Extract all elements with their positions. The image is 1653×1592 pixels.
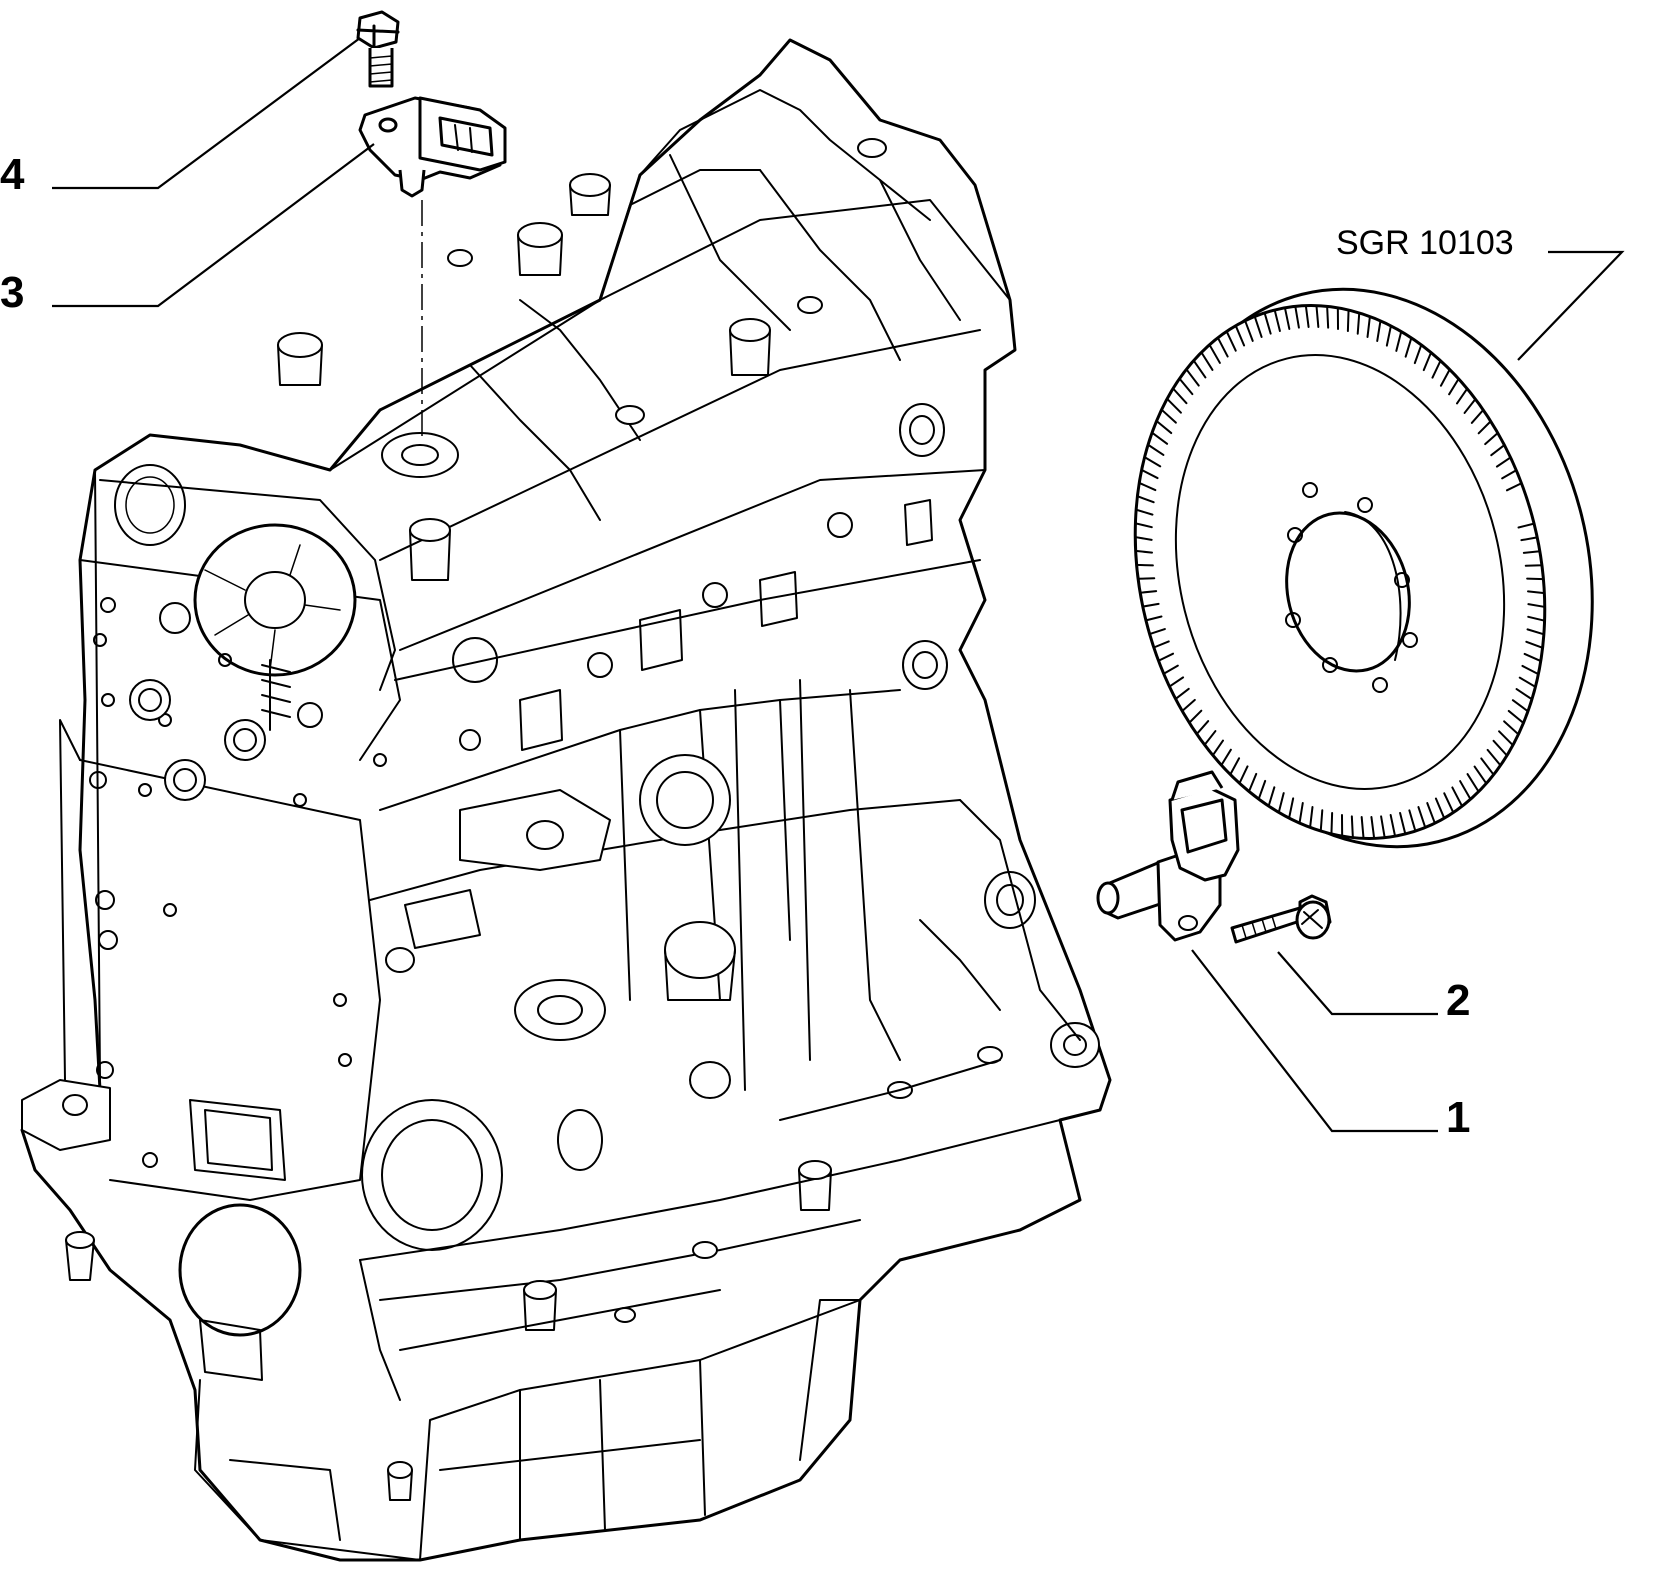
wheel-tooth bbox=[1490, 444, 1512, 468]
wheel-tooth bbox=[1350, 815, 1365, 840]
wheel-tooth bbox=[1288, 797, 1304, 825]
leader-line-4 bbox=[52, 37, 361, 190]
wheel-tooth bbox=[1185, 359, 1207, 387]
wheel-tooth bbox=[1253, 311, 1272, 338]
tone-wheel bbox=[1133, 287, 1594, 849]
wheel-tooth bbox=[1157, 652, 1179, 675]
wheel-tooth bbox=[1522, 550, 1543, 567]
crankshaft-position-sensor bbox=[1096, 770, 1240, 942]
leader-line-2 bbox=[1277, 951, 1438, 1016]
wheel-tooth bbox=[1370, 815, 1386, 840]
wheel-tooth bbox=[1134, 522, 1153, 541]
wheel-tooth bbox=[1336, 306, 1350, 333]
wheel-tooth bbox=[1395, 330, 1413, 358]
wheel-tooth bbox=[1315, 304, 1330, 329]
wheel-tooth bbox=[1527, 603, 1546, 622]
wheel-tooth bbox=[1356, 311, 1371, 339]
wheel-tooth bbox=[1143, 443, 1165, 468]
leader-line-3 bbox=[52, 143, 375, 308]
wheel-tooth bbox=[1330, 811, 1344, 838]
wheel-tooth bbox=[1477, 420, 1499, 446]
wheel-tooth bbox=[1138, 468, 1159, 492]
wheel-tooth bbox=[1234, 319, 1254, 347]
wheel-tooth bbox=[1525, 628, 1545, 649]
wheel-tooth bbox=[1515, 676, 1537, 701]
callout-4: 4 bbox=[0, 150, 25, 199]
wheel-tooth bbox=[1168, 676, 1190, 700]
wheel-tooth bbox=[1151, 419, 1173, 445]
wheel-tooth bbox=[1517, 522, 1539, 542]
wheel-tooth bbox=[1376, 319, 1392, 347]
wheel-tooth bbox=[1443, 786, 1464, 814]
callout-2: 2 bbox=[1446, 976, 1470, 1025]
wheel-tooth bbox=[1135, 495, 1155, 516]
wheel-tooth bbox=[1200, 343, 1221, 371]
wheel-tooth bbox=[1431, 359, 1451, 387]
wheel-tooth bbox=[1448, 377, 1469, 405]
wheel-tooth bbox=[1216, 330, 1237, 358]
wheel-tooth bbox=[1473, 757, 1495, 785]
wheel-tooth bbox=[1137, 577, 1158, 594]
tone-wheel-teeth bbox=[1134, 304, 1546, 840]
leader-lines bbox=[52, 37, 1625, 1133]
wheel-tooth bbox=[1294, 304, 1310, 329]
wheel-tooth bbox=[1181, 698, 1203, 724]
wheel-tooth bbox=[1521, 652, 1542, 676]
sensor-bolt bbox=[1230, 894, 1332, 944]
callout-3: 3 bbox=[0, 268, 24, 317]
wheel-tooth bbox=[1413, 343, 1433, 372]
leader-line-1 bbox=[1191, 949, 1438, 1133]
cam-sensor-bolt bbox=[356, 10, 400, 88]
wheel-tooth bbox=[1501, 469, 1523, 492]
engine-block bbox=[20, 38, 1112, 1562]
wheel-tooth bbox=[1160, 397, 1182, 424]
wheel-tooth bbox=[1172, 377, 1194, 405]
wheel-tooth bbox=[1195, 720, 1217, 746]
wheel-tooth bbox=[1486, 739, 1508, 767]
wheel-tooth bbox=[1141, 602, 1163, 622]
wheel-tooth bbox=[1389, 812, 1407, 838]
wheel-tooth bbox=[1459, 773, 1480, 801]
wheel-tooth bbox=[1148, 628, 1170, 649]
wheel-tooth bbox=[1273, 306, 1291, 332]
wheel-tooth bbox=[1426, 797, 1446, 825]
wheel-tooth bbox=[1408, 806, 1427, 833]
wheel-tooth bbox=[1526, 577, 1546, 595]
leader-line-ref bbox=[1517, 250, 1625, 361]
wheel-tooth bbox=[1507, 699, 1529, 725]
reference-code: SGR 10103 bbox=[1336, 224, 1514, 262]
wheel-tooth bbox=[1247, 772, 1267, 801]
wheel-tooth bbox=[1211, 739, 1232, 767]
wheel-tooth bbox=[1463, 398, 1485, 424]
callout-1: 1 bbox=[1446, 1093, 1470, 1142]
camshaft-position-sensor bbox=[358, 96, 507, 198]
wheel-tooth bbox=[1229, 757, 1249, 785]
wheel-tooth bbox=[1498, 720, 1520, 747]
wheel-tooth bbox=[1309, 805, 1324, 833]
wheel-tooth bbox=[1134, 549, 1154, 567]
wheel-tooth bbox=[1267, 786, 1285, 814]
